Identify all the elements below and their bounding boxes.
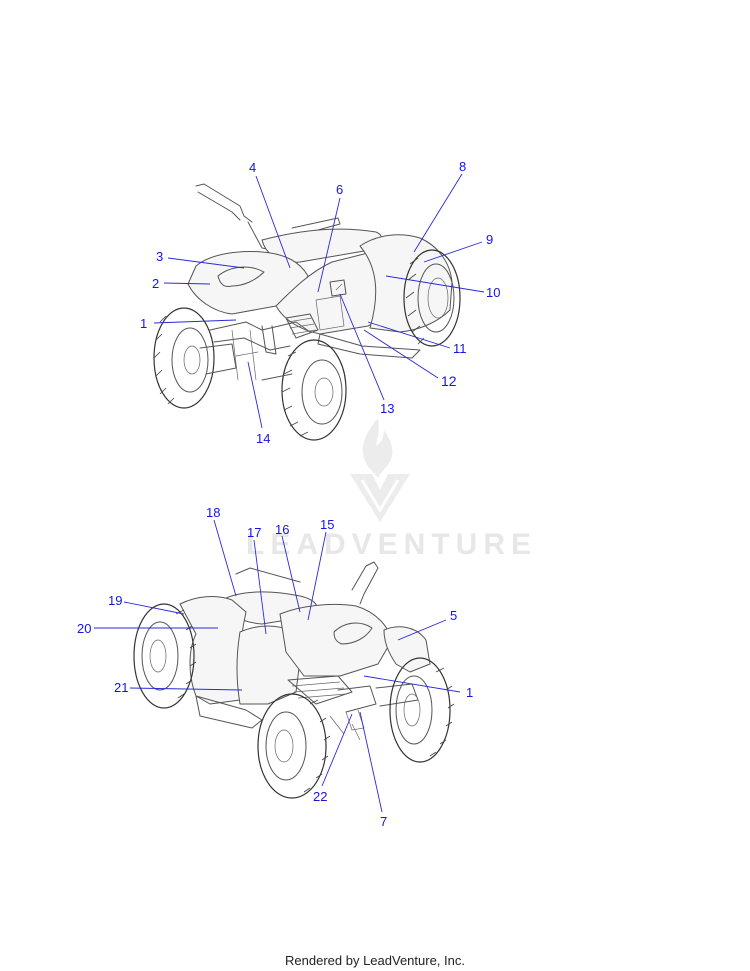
callout-bottom-1: 1 <box>466 685 473 700</box>
callout-bottom-15: 15 <box>320 517 334 532</box>
callout-top-14: 14 <box>256 431 270 446</box>
callout-bottom-22: 22 <box>313 789 327 804</box>
atv-top-line-art <box>153 183 461 441</box>
callout-top-2: 2 <box>152 276 159 291</box>
callout-top-6: 6 <box>336 182 343 197</box>
watermark-brand: LEADVENTURE <box>246 528 537 561</box>
callout-bottom-20: 20 <box>77 621 91 636</box>
callout-top-3: 3 <box>156 249 163 264</box>
callout-bottom-5: 5 <box>450 608 457 623</box>
watermark-v-icon <box>350 474 410 522</box>
callouts-bottom: 15 16 17 18 19 20 21 5 1 22 7 <box>77 505 473 829</box>
callouts-top: 1 2 3 4 6 8 9 10 11 12 13 14 <box>140 159 500 446</box>
callout-top-12: 12 <box>441 373 457 389</box>
leader-lines-bottom <box>94 519 461 813</box>
leader-lines-top <box>153 173 485 429</box>
callout-top-11: 11 <box>453 341 467 356</box>
callout-bottom-7: 7 <box>380 814 387 829</box>
callout-top-8: 8 <box>459 159 466 174</box>
leadventure-watermark: LEADVENTURE <box>246 418 537 561</box>
callout-bottom-16: 16 <box>275 522 289 537</box>
callout-top-4: 4 <box>249 160 256 175</box>
atv-bottom-line-art <box>133 561 455 799</box>
callout-bottom-18: 18 <box>206 505 220 520</box>
callout-bottom-17: 17 <box>247 525 261 540</box>
callout-bottom-19: 19 <box>108 593 122 608</box>
callout-bottom-21: 21 <box>114 680 128 695</box>
callout-top-13: 13 <box>380 401 394 416</box>
footer-credit: Rendered by LeadVenture, Inc. <box>285 953 465 968</box>
callout-top-10: 10 <box>486 285 500 300</box>
watermark-flame-icon <box>362 418 393 478</box>
callout-top-9: 9 <box>486 232 493 247</box>
callout-top-1: 1 <box>140 316 147 331</box>
